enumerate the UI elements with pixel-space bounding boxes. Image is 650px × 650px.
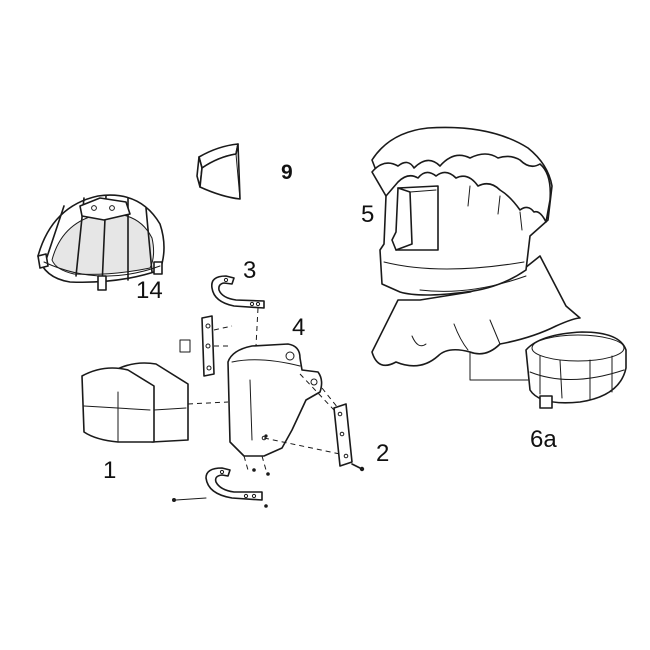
label-2: 2 (376, 440, 389, 467)
assembly-lines (187, 307, 341, 471)
label-6a: 6a (530, 426, 557, 453)
label-4: 4 (292, 314, 305, 341)
part-14-headgear-cradle (37, 194, 165, 291)
left-mount-bracket (179, 315, 215, 377)
label-14: 14 (136, 277, 163, 304)
label-3: 3 (243, 257, 256, 284)
part-3-upper-strap (210, 275, 265, 309)
leader-5-to-6a (469, 351, 529, 381)
label-1: 1 (103, 457, 116, 484)
label-5: 5 (361, 201, 374, 228)
part-4-visor-frame (227, 343, 323, 457)
part-6a-collar (525, 331, 627, 409)
label-9: 9 (281, 161, 293, 184)
part-2-side-bracket (333, 403, 365, 472)
part-9-visor-band (196, 143, 241, 200)
lower-strap (205, 467, 263, 501)
part-1-visor-lens (81, 362, 189, 443)
hardware (172, 434, 270, 508)
part-5-hood (371, 126, 581, 367)
